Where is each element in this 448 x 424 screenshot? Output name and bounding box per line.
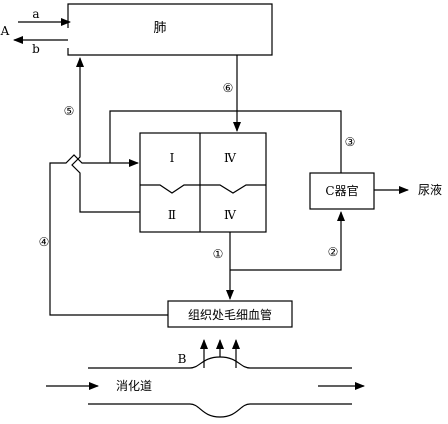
heart-valve-right [200,184,266,194]
vessel-5-line [71,57,140,213]
heart-chamber-II: Ⅱ [168,208,176,222]
heart-chamber-IV-bottom: Ⅳ [224,208,237,222]
lung-box [67,3,273,56]
organ-c-label: C器官 [325,183,358,198]
vessel-3-line [109,110,342,173]
digestive-tract-bottom-wall [88,403,352,418]
capillary-box [167,300,293,328]
organ-c-box [309,172,375,210]
vessel-3-label: ③ [345,135,356,149]
lung-label: 肺 [153,21,166,36]
absorption-B-label: B [178,352,187,366]
urine-label: 尿液 [418,182,442,197]
heart-valve-left [140,184,200,194]
airway-a-label: a [32,7,39,21]
heart-box [139,132,267,233]
heart-chamber-I: Ⅰ [170,151,175,165]
vessel-1-label: ① [213,247,224,261]
vessel-4-label: ④ [39,235,50,249]
heart-chamber-IV-top: Ⅳ [224,151,237,165]
vessel-6-label: ⑥ [223,81,234,95]
airway-b-label: b [32,42,40,56]
vessel-5-label: ⑤ [64,104,75,118]
capillary-label: 组织处毛细血管 [188,307,272,322]
vessel-2-line [230,211,345,271]
vessel-4-line [49,154,168,316]
digestive-tract-top-wall [88,356,352,369]
process-A-label: A [0,24,10,38]
digestive-tract-label: 消化道 [116,379,152,393]
vessel-2-label: ② [328,245,339,259]
